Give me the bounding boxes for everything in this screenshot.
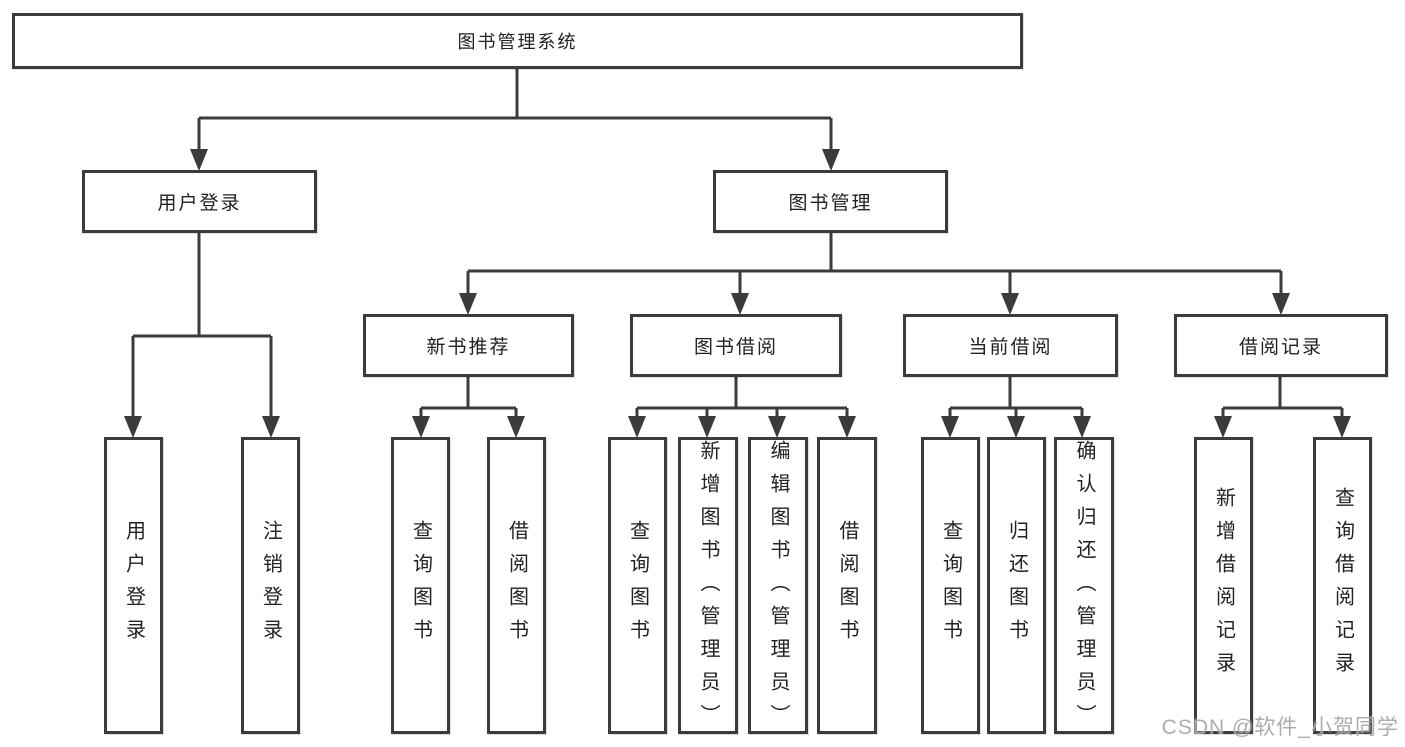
node-leaf-add-borrow-record: 新增借阅记录 bbox=[1194, 437, 1253, 734]
node-leaf-query-books-1: 查询图书 bbox=[391, 437, 450, 734]
node-leaf-query-books-2: 查询图书 bbox=[608, 437, 667, 734]
node-leaf-confirm-return-admin: 确认归还（管理员） bbox=[1054, 437, 1114, 737]
node-borrow-records: 借阅记录 bbox=[1174, 314, 1388, 377]
node-book-management: 图书管理 bbox=[713, 170, 948, 233]
node-leaf-logout: 注销登录 bbox=[241, 437, 300, 734]
node-leaf-query-borrow-record: 查询借阅记录 bbox=[1313, 437, 1372, 734]
node-book-borrow: 图书借阅 bbox=[630, 314, 842, 377]
node-leaf-user-login: 用户登录 bbox=[104, 437, 163, 734]
node-current-borrow: 当前借阅 bbox=[903, 314, 1118, 377]
node-leaf-return-books: 归还图书 bbox=[987, 437, 1046, 734]
arrowheads bbox=[124, 149, 1351, 438]
node-user-login: 用户登录 bbox=[82, 170, 317, 233]
node-new-book-recommend: 新书推荐 bbox=[363, 314, 574, 377]
node-library-management-system: 图书管理系统 bbox=[12, 13, 1023, 69]
node-leaf-add-books-admin: 新增图书（管理员） bbox=[678, 437, 738, 737]
node-leaf-borrow-books-1: 借阅图书 bbox=[487, 437, 546, 734]
node-leaf-query-books-3: 查询图书 bbox=[921, 437, 980, 734]
watermark: CSDN @软件_小贺同学 bbox=[1161, 716, 1399, 739]
node-leaf-borrow-books-2: 借阅图书 bbox=[817, 437, 877, 734]
node-leaf-edit-books-admin: 编辑图书（管理员） bbox=[748, 437, 808, 737]
